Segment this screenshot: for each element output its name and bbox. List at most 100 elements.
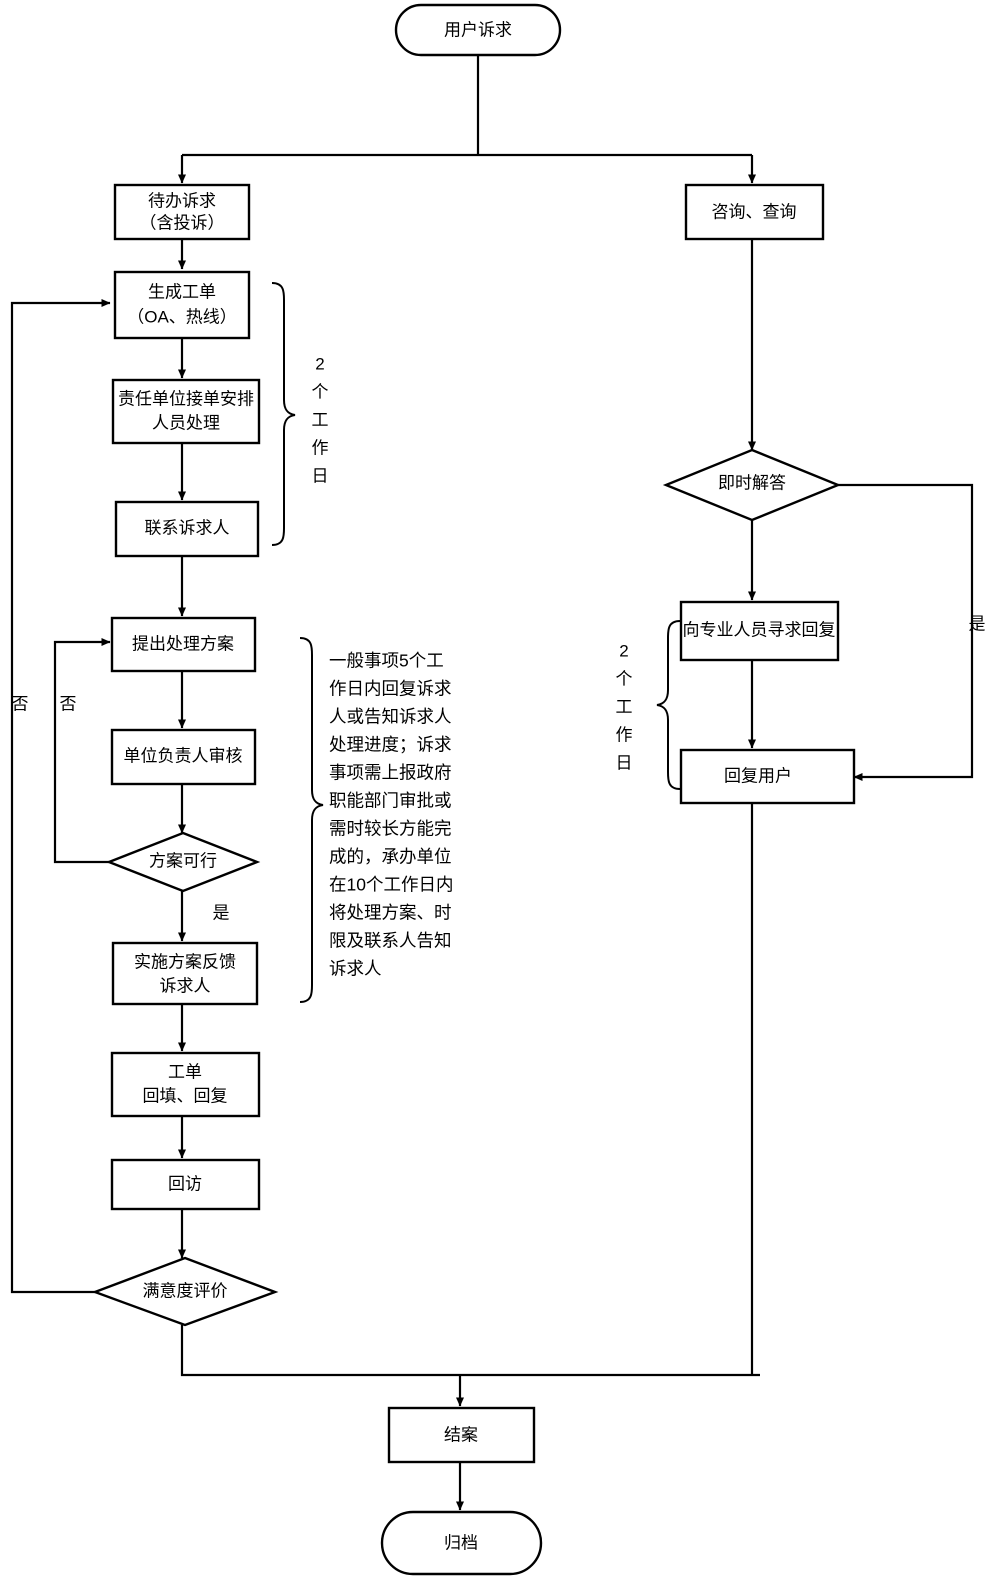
node-review[interactable]: 单位负责人审核 bbox=[110, 728, 257, 786]
left-days-char-1: 个 bbox=[312, 382, 329, 401]
satisfaction-shape bbox=[91, 1256, 279, 1327]
node-instant-answer[interactable]: 即时解答 bbox=[662, 448, 842, 522]
left-days-char-2: 工 bbox=[312, 410, 329, 429]
reply-user-shape bbox=[679, 748, 856, 805]
review-label: 单位负责人审核 bbox=[124, 746, 243, 765]
assign-shape bbox=[111, 378, 261, 445]
instant-answer-label: 即时解答 bbox=[718, 473, 786, 492]
right-days-char-4: 日 bbox=[616, 753, 633, 772]
note-line-0: 一般事项5个工 bbox=[329, 651, 444, 671]
braces bbox=[271, 282, 681, 1003]
followup-label: 回访 bbox=[168, 1174, 202, 1193]
contact-shape bbox=[114, 500, 260, 558]
note-line-11: 诉求人 bbox=[329, 959, 382, 979]
ask-expert-shape bbox=[679, 600, 840, 662]
right-days-char-0: 2 bbox=[619, 641, 628, 660]
fillback-shape bbox=[110, 1051, 261, 1118]
implement-label-line2: 诉求人 bbox=[160, 976, 211, 995]
fillback-label-line1: 工单 bbox=[168, 1062, 202, 1081]
left-days-char-3: 作 bbox=[312, 438, 329, 457]
node-archive[interactable]: 归档 bbox=[380, 1510, 543, 1576]
brace-right-two-days bbox=[656, 620, 681, 790]
pending-shape bbox=[113, 183, 251, 241]
implement-shape bbox=[111, 941, 259, 1006]
right-days-char-2: 工 bbox=[616, 697, 633, 716]
instant-answer-shape bbox=[662, 448, 842, 522]
node-satisfaction[interactable]: 满意度评价 bbox=[91, 1256, 279, 1327]
right-days-char-3: 作 bbox=[616, 725, 633, 744]
edge-satisfaction-bottom bbox=[180, 1325, 760, 1377]
note-line-8: 在10个工作日内 bbox=[329, 875, 453, 895]
label-feasible-no: 否 bbox=[60, 694, 77, 713]
pending-label-line2: （含投诉） bbox=[140, 213, 225, 232]
propose-shape bbox=[110, 616, 257, 673]
ask-expert-label: 向专业人员寻求回复 bbox=[683, 620, 836, 639]
note-line-1: 作日内回复诉求 bbox=[329, 679, 452, 699]
edge-feasible-no-loop bbox=[53, 638, 118, 864]
note-line-3: 处理进度；诉求 bbox=[329, 735, 452, 755]
contact-label: 联系诉求人 bbox=[145, 518, 230, 537]
followup-shape bbox=[110, 1158, 261, 1211]
pending-label-line1: 待办诉求 bbox=[148, 191, 216, 210]
close-case-shape bbox=[387, 1406, 536, 1464]
brace-note bbox=[299, 637, 324, 1003]
note-text-block: 一般事项5个工 作日内回复诉求 人或告知诉求人 处理进度；诉求 事项需上报政府 … bbox=[329, 651, 453, 979]
create-order-label-line1: 生成工单 bbox=[148, 282, 216, 301]
label-satisfaction-no: 否 bbox=[12, 694, 29, 713]
feasible-shape bbox=[105, 831, 261, 893]
start-shape bbox=[394, 3, 562, 57]
note-line-7: 成的，承办单位 bbox=[329, 847, 452, 867]
node-reply-user[interactable]: 回复用户 bbox=[679, 748, 856, 805]
node-create-order[interactable]: 生成工单 （OA、热线） bbox=[113, 270, 251, 340]
note-line-5: 职能部门审批或 bbox=[329, 791, 452, 811]
node-feasible[interactable]: 方案可行 bbox=[105, 831, 261, 893]
left-days-char-0: 2 bbox=[315, 354, 324, 373]
review-shape bbox=[110, 728, 257, 786]
note-line-4: 事项需上报政府 bbox=[329, 763, 452, 783]
assign-label-line2: 人员处理 bbox=[152, 413, 220, 432]
start-label: 用户诉求 bbox=[444, 20, 512, 39]
edge-labels: 否 否 是 是 bbox=[12, 614, 986, 922]
node-ask-expert[interactable]: 向专业人员寻求回复 bbox=[679, 600, 840, 662]
edge-satisfaction-no-loop bbox=[10, 299, 111, 1294]
consult-shape bbox=[684, 183, 825, 241]
create-order-label-line2: （OA、热线） bbox=[127, 307, 237, 326]
assign-label-line1: 责任单位接单安排 bbox=[118, 389, 254, 408]
node-consult[interactable]: 咨询、查询 bbox=[684, 183, 825, 241]
implement-label-line1: 实施方案反馈 bbox=[134, 952, 236, 971]
brace-label-right-two-days: 2 个 工 作 日 bbox=[616, 641, 633, 772]
node-pending[interactable]: 待办诉求 （含投诉） bbox=[113, 183, 251, 241]
edge-instant-yes-reply bbox=[838, 483, 974, 781]
feasible-label: 方案可行 bbox=[149, 851, 217, 870]
propose-label: 提出处理方案 bbox=[132, 634, 234, 653]
left-days-char-4: 日 bbox=[312, 466, 329, 485]
connectors bbox=[10, 55, 974, 1511]
note-line-9: 将处理方案、时 bbox=[329, 903, 452, 923]
archive-label: 归档 bbox=[444, 1533, 478, 1552]
brace-label-left-two-days: 2 个 工 作 日 bbox=[312, 354, 329, 485]
label-instant-answer-yes: 是 bbox=[969, 614, 986, 633]
note-line-10: 限及联系人告知 bbox=[329, 931, 452, 951]
node-start[interactable]: 用户诉求 bbox=[394, 3, 562, 57]
node-implement[interactable]: 实施方案反馈 诉求人 bbox=[111, 941, 259, 1006]
node-assign[interactable]: 责任单位接单安排 人员处理 bbox=[111, 378, 261, 445]
note-line-2: 人或告知诉求人 bbox=[329, 707, 452, 727]
node-contact[interactable]: 联系诉求人 bbox=[114, 500, 260, 558]
node-fillback[interactable]: 工单 回填、回复 bbox=[110, 1051, 261, 1118]
reply-user-label: 回复用户 bbox=[724, 766, 792, 785]
node-propose[interactable]: 提出处理方案 bbox=[110, 616, 257, 673]
right-days-char-1: 个 bbox=[616, 669, 633, 688]
fillback-label-line2: 回填、回复 bbox=[143, 1086, 228, 1105]
consult-label: 咨询、查询 bbox=[712, 202, 797, 221]
edge-start-split bbox=[182, 55, 752, 157]
brace-left-two-days bbox=[271, 282, 296, 546]
archive-shape bbox=[380, 1510, 543, 1576]
node-close-case[interactable]: 结案 bbox=[387, 1406, 536, 1464]
note-line-6: 需时较长方能完 bbox=[329, 819, 452, 839]
close-case-label: 结案 bbox=[444, 1425, 478, 1444]
node-followup[interactable]: 回访 bbox=[110, 1158, 261, 1211]
satisfaction-label: 满意度评价 bbox=[143, 1281, 228, 1300]
label-feasible-yes: 是 bbox=[213, 903, 230, 922]
